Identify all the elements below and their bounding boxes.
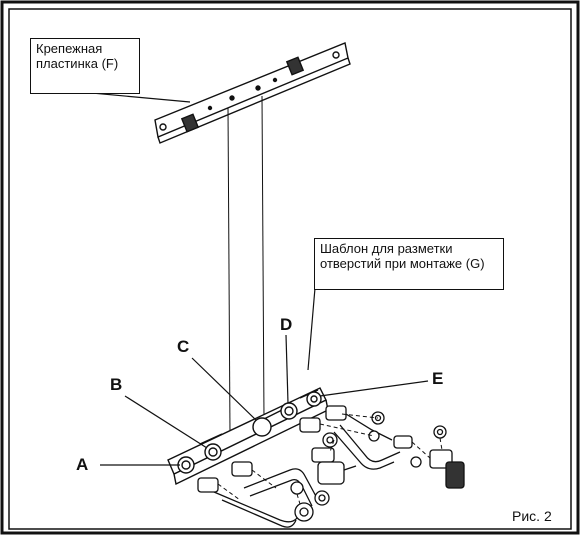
inner-frame — [8, 8, 572, 530]
label-a: A — [76, 455, 89, 474]
label-e: E — [432, 369, 444, 388]
figure-caption: Рис. 2 — [512, 508, 552, 524]
label-c: C — [177, 337, 190, 356]
template-callout: Шаблон для разметки отверстий при монтаж… — [314, 238, 504, 290]
label-b: B — [110, 375, 123, 394]
connection-holes — [177, 391, 322, 474]
mounting-plate — [154, 42, 351, 144]
assembly-dashed-lines — [217, 413, 443, 505]
leader-lines — [91, 92, 429, 466]
plate-callout: Крепежная пластинка (F) — [30, 38, 140, 94]
alignment-lines — [227, 95, 265, 436]
fittings-and-pipes — [197, 405, 465, 528]
label-d: D — [280, 315, 293, 334]
